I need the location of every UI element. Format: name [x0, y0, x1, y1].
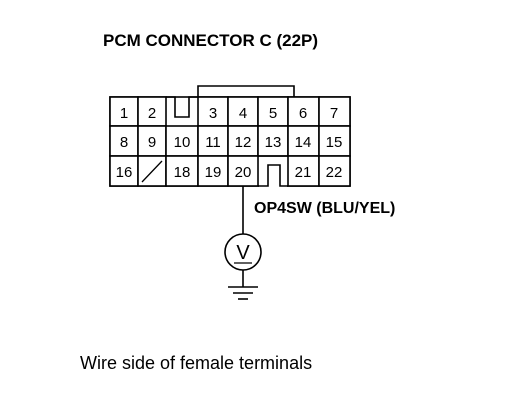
- connector-body: [109, 85, 351, 189]
- voltmeter-symbol: V: [236, 242, 250, 264]
- pin-labels: 1 2 3 4 5 6 7 8 9 10 11 12 13 14 15 16 1…: [116, 105, 343, 181]
- pin-label: 7: [330, 105, 338, 122]
- pin-cell-21: [287, 155, 320, 187]
- caption-text: Wire side of female terminals: [80, 353, 312, 373]
- pin-label: 16: [116, 164, 133, 181]
- pin-cell-11: [197, 125, 229, 157]
- pin-cell-7: [318, 96, 351, 127]
- pin-label: 13: [265, 134, 282, 151]
- unused-pin-slash: [141, 160, 163, 183]
- pin-cell-9: [137, 125, 167, 157]
- pin-cell-16: [109, 155, 139, 187]
- ground-icon: [228, 286, 258, 300]
- pin-label: 6: [299, 105, 307, 122]
- pin-label: 22: [326, 164, 343, 181]
- wire-label: OP4SW (BLU/YEL): [254, 200, 395, 217]
- pin-cell-8: [109, 125, 139, 157]
- voltmeter-icon: V: [224, 233, 262, 271]
- pin-label: 21: [295, 164, 312, 181]
- pin-label: 14: [295, 134, 312, 151]
- pin-cell-4: [227, 96, 259, 127]
- pin-label: 8: [120, 134, 128, 151]
- pin-label: 11: [205, 134, 221, 151]
- pin-cell-6: [287, 96, 320, 127]
- pin-label: 2: [148, 105, 156, 122]
- pin-cell-12: [227, 125, 259, 157]
- pin-label: 12: [235, 134, 252, 151]
- key-notch-top: [166, 96, 198, 118]
- pin-label: 19: [205, 164, 222, 181]
- connector-latch: [197, 85, 295, 97]
- pin-cell-18: [165, 155, 199, 187]
- diagram-title: PCM CONNECTOR C (22P): [103, 31, 318, 50]
- pin-label: 5: [269, 105, 277, 122]
- pin-label: 10: [174, 134, 191, 151]
- pin-label: 18: [174, 164, 191, 181]
- pin-cell-22: [318, 155, 351, 187]
- pin-label: 3: [209, 105, 217, 122]
- pin-label: 15: [326, 134, 343, 151]
- pin-label: 20: [235, 164, 252, 181]
- pin-label: 4: [239, 105, 247, 122]
- key-notch-bottom: [258, 164, 288, 187]
- pin-label: 1: [120, 105, 128, 122]
- pin-cell-19: [197, 155, 229, 187]
- pin-label: 9: [148, 134, 156, 151]
